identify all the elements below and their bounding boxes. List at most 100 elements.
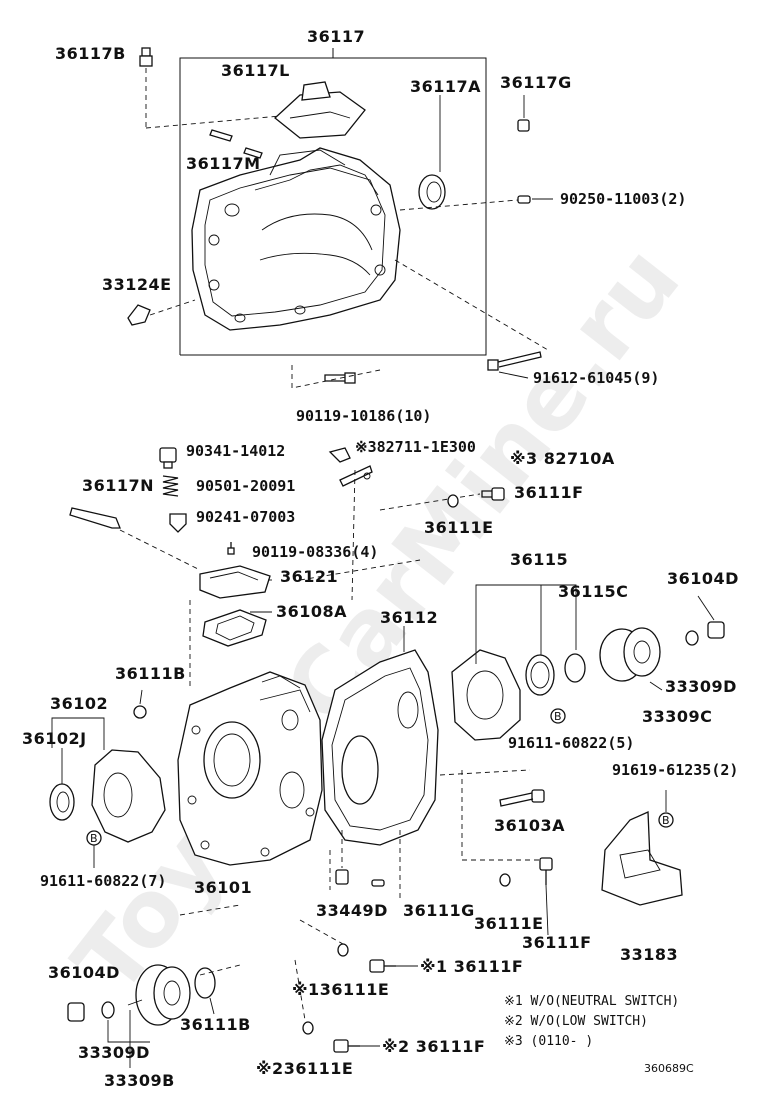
breather-36117B (139, 47, 281, 129)
bolt-36103A (439, 769, 545, 861)
label-90501: 90501-20091 (196, 477, 295, 495)
label-36102J: 36102J (22, 729, 87, 748)
label-91611b: 91611-60822(7) (40, 872, 166, 890)
label-90250: 90250-11003(2) (560, 190, 686, 208)
flange-36104D-b (67, 904, 241, 1026)
centerline-3 (351, 469, 356, 601)
clip-33124E (127, 299, 196, 326)
label-91611a: 91611-60822(5) (508, 734, 634, 752)
label-36103A: 36103A (494, 816, 565, 835)
housing-36115 (451, 584, 586, 741)
switch-36111F-c (369, 959, 396, 973)
label-36117B: 36117B (55, 44, 126, 63)
note-2: ※2 W/O(LOW SWITCH) (504, 1014, 648, 1029)
label-36117A: 36117A (410, 77, 481, 96)
label-36121: 36121 (280, 567, 338, 586)
bracket-33183: B (601, 790, 683, 906)
centerline-1 (299, 559, 421, 581)
spring-90501 (162, 475, 179, 497)
svg-text:B: B (554, 710, 562, 723)
note-1: ※1 W/O(NEUTRAL SWITCH) (504, 994, 679, 1009)
label-36117G: 36117G (500, 73, 572, 92)
label-36111F-c: ※1 36111F (420, 957, 523, 976)
label-33449D: 33449D (316, 901, 388, 920)
plug-33449D (335, 830, 349, 885)
bolt-marker-91611-a: B (550, 708, 566, 724)
pin-36117M (209, 129, 263, 159)
pin-90250 (399, 195, 553, 211)
label-33183: 33183 (620, 945, 678, 964)
label-36111E-d: ※236111E (256, 1059, 353, 1078)
transmission-case-36101 (177, 671, 323, 866)
switch-82711 (328, 447, 373, 487)
washer-36111E-a (447, 494, 459, 508)
rear-housing-36102: B (49, 717, 166, 868)
ball-90241 (169, 513, 187, 533)
leader-36111B-a (139, 689, 143, 705)
label-33309B: 33309B (104, 1071, 175, 1090)
label-36112: 36112 (380, 608, 438, 627)
label-36111E-b: 36111E (474, 914, 544, 933)
label-90241: 90241-07003 (196, 508, 295, 526)
label-82710A: ※3 82710A (510, 449, 615, 468)
bolt-36111F-b (539, 857, 553, 936)
label-36117: 36117 (307, 27, 365, 46)
leader-33309D-b (107, 1020, 150, 1043)
cover-36117L (274, 81, 366, 139)
label-36111E-a: 36111E (424, 518, 494, 537)
extension-housing-36117 (191, 147, 401, 331)
label-90119b: 90119-08336(4) (252, 543, 378, 561)
plug-36117G (517, 95, 530, 132)
label-36104D-b: 36104D (48, 963, 120, 982)
label-90119a: 90119-10186(10) (296, 407, 431, 425)
screw-90119-b (227, 542, 235, 555)
image-code: 360689C (644, 1062, 694, 1075)
label-36108A: 36108A (276, 602, 347, 621)
plug-90341 (159, 447, 177, 469)
label-36111G: 36111G (403, 901, 475, 920)
tube-36117N (69, 507, 201, 571)
svg-text:B: B (662, 814, 670, 827)
pin-36111G (371, 879, 385, 887)
label-36117M: 36117M (186, 154, 261, 173)
label-36102: 36102 (50, 694, 108, 713)
bolt-90119-a (291, 365, 381, 389)
label-33309C: 33309C (642, 707, 712, 726)
bolt-36111F-a (379, 487, 505, 511)
label-33124E: 33124E (102, 275, 172, 294)
label-82711: ※382711-1E300 (355, 438, 476, 456)
watermark-text: ToyotaCarMine.ru (53, 227, 700, 1014)
svg-text:B: B (90, 832, 98, 845)
label-36115: 36115 (510, 550, 568, 569)
note-3: ※3 (0110- ) (504, 1034, 593, 1049)
label-36104D-a: 36104D (667, 569, 739, 588)
label-33309D-a: 33309D (665, 677, 737, 696)
switch-36111F-d (333, 1039, 360, 1053)
washer-36111E-b (499, 873, 511, 887)
label-91619: 91619-61235(2) (612, 761, 738, 779)
label-90341: 90341-14012 (186, 442, 285, 460)
bolt-91612 (394, 259, 549, 379)
label-36115C: 36115C (558, 582, 628, 601)
flange-36104D-a (599, 595, 725, 691)
label-36111F-d: ※2 36111F (382, 1037, 485, 1056)
leader-36111B-b (209, 997, 215, 1015)
label-36111E-c: ※136111E (292, 980, 389, 999)
oil-seal-36117A (418, 95, 446, 210)
gasket-36108A (202, 609, 267, 647)
washer-36111E-d (294, 959, 314, 1035)
plug-36111B-a (133, 705, 147, 719)
label-36111B-b: 36111B (180, 1015, 251, 1034)
label-36101: 36101 (194, 878, 252, 897)
label-36111B-a: 36111B (115, 664, 186, 683)
label-33309D-b: 33309D (78, 1043, 150, 1062)
label-36111F-a: 36111F (514, 483, 584, 502)
label-36117L: 36117L (221, 61, 290, 80)
label-36117N: 36117N (82, 476, 154, 495)
group-36117-bracket (179, 48, 487, 356)
washer-36111E-c (299, 919, 349, 957)
label-91612: 91612-61045(9) (533, 369, 659, 387)
adapter-36112 (321, 626, 439, 846)
cover-36121 (199, 565, 271, 599)
